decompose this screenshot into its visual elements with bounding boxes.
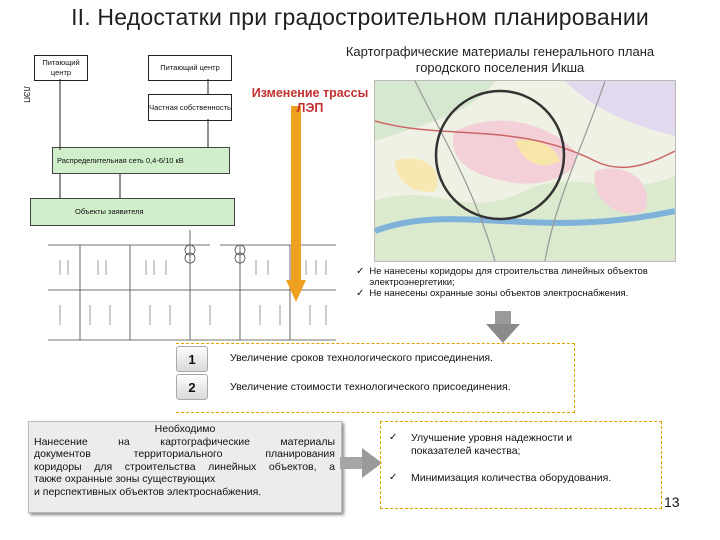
check-icon: ✓ [356,288,365,299]
finding-item: ✓ Не нанесены коридоры для строительства… [356,266,696,288]
page-title: II. Недостатки при градостроительном пла… [71,4,649,30]
scheme-connectors [48,79,336,341]
consequences-panel: 1 Увеличение сроков технологического при… [176,343,575,413]
result-item: ✓ Минимизация количества оборудования. [389,472,611,485]
private-property-box: Частная собственность [148,94,232,121]
distribution-network-label: Распределительная сеть 0,4-6/10 кВ [57,155,184,165]
consequence-number: 2 [176,374,208,400]
power-source-left-label: Питающий центр [42,58,80,77]
result-item: ✓ Улучшение уровня надежности и показате… [389,432,611,457]
route-change-label: Изменение трассы ЛЭП [251,86,369,115]
right-arrow-icon [340,448,382,478]
consequence-text: Увеличение сроков технологического присо… [230,352,494,364]
applicant-objects-box: Объекты заявителя [30,198,235,226]
required-actions-line: коридоры для строительства линейных объе… [34,460,335,473]
general-plan-map [374,80,676,262]
check-icon: ✓ [389,432,398,443]
result-text: Минимизация количества оборудования. [411,472,612,484]
down-arrow-icon [286,106,306,302]
consequence-number: 1 [176,346,208,372]
consequence-text: Увеличение стоимости технологического пр… [230,381,511,393]
power-source-right-label: Питающий центр [160,63,220,72]
private-property-label: Частная собственность [149,102,231,112]
required-actions-line: и перспективных объектов электроснабжени… [34,485,262,498]
power-source-left: Питающий центр [34,55,88,81]
map-caption: Картографические материалы генерального … [345,44,655,75]
distribution-network-box: Распределительная сеть 0,4-6/10 кВ [52,147,230,174]
required-actions-title: Необходимо [154,423,216,435]
check-icon: ✓ [356,266,365,277]
applicant-objects-label: Объекты заявителя [75,207,144,216]
check-icon: ✓ [389,472,398,483]
findings-list: ✓ Не нанесены коридоры для строительства… [356,266,696,299]
finding-item: ✓ Не нанесены охранные зоны объектов эле… [356,288,696,299]
required-actions-line: также охранные зоны существующих [34,473,216,485]
result-text: Улучшение уровня надежности и показателе… [411,432,573,457]
required-actions-panel: Необходимо Нанесение на картографические… [28,421,342,513]
map-drawing [375,81,675,261]
gray-down-arrow-icon [486,311,520,343]
required-actions-line: документов территориального планирования [34,448,335,460]
page-number: 13 [664,494,680,510]
results-panel: ✓ Улучшение уровня надежности и показате… [380,421,662,509]
power-source-right: Питающий центр [148,55,232,81]
finding-text: Не нанесены коридоры для строительства л… [369,266,648,288]
finding-text: Не нанесены охранные зоны объектов элект… [369,288,629,299]
required-actions-line: Нанесение на картографические материалы [34,435,335,448]
